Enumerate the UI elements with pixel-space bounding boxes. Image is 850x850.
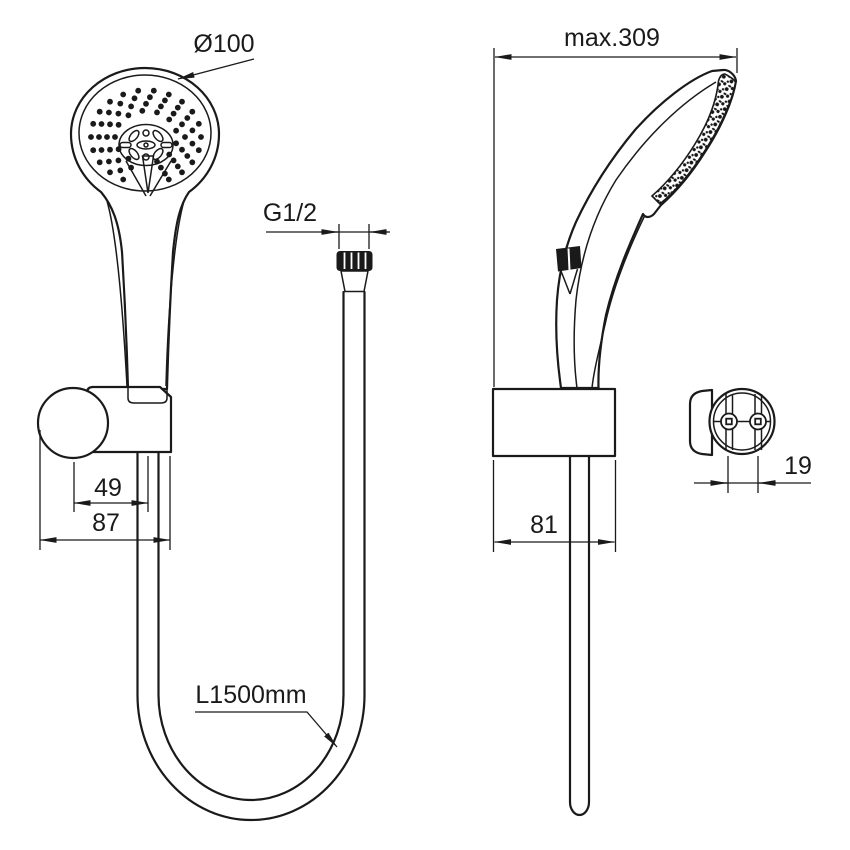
dim-hose-length: L1500mm bbox=[195, 681, 306, 709]
holder-knob bbox=[36, 386, 110, 460]
side-view bbox=[491, 68, 738, 817]
handle-front-detail bbox=[106, 200, 185, 387]
front-view bbox=[36, 66, 373, 822]
wall-holder-side bbox=[491, 387, 617, 458]
dim-holder-depth: 81 bbox=[530, 511, 558, 539]
dim-hose-length-leader bbox=[195, 711, 338, 748]
dim-screw-hole-spacing: 19 bbox=[784, 452, 812, 480]
dim-hose-thread-lines bbox=[266, 224, 390, 249]
spray-face-rim bbox=[78, 74, 212, 192]
bracket-body-rear bbox=[688, 388, 714, 457]
dimension-annotations: Ø100 G1/2 49 87 L1500mm max.309 bbox=[39, 24, 812, 748]
screw-holes bbox=[720, 412, 767, 431]
nozzle-dots bbox=[88, 87, 204, 183]
face-emblem bbox=[125, 155, 172, 197]
spray-face-side bbox=[650, 73, 737, 206]
wall-holder-front bbox=[36, 385, 173, 460]
dim-holder-width-inner-lines bbox=[73, 456, 149, 512]
dim-max-height: max.309 bbox=[564, 24, 660, 52]
dim-head-diameter: Ø100 bbox=[193, 30, 254, 58]
dim-holder-depth-lines bbox=[492, 460, 617, 552]
hose-nut-front bbox=[336, 251, 373, 293]
bracket-rear-view bbox=[688, 387, 776, 457]
dim-max-height-lines bbox=[493, 48, 738, 387]
dim-holder-width-inner: 49 bbox=[94, 474, 122, 502]
handle-side-detail bbox=[573, 81, 717, 389]
hose-front bbox=[136, 290, 366, 822]
dim-screw-hole-spacing-lines bbox=[694, 456, 811, 493]
dim-hose-thread: G1/2 bbox=[263, 199, 317, 227]
dim-head-diameter-leader bbox=[177, 58, 255, 80]
dim-holder-width-outer: 87 bbox=[92, 509, 120, 537]
dim-holder-width-outer-lines bbox=[39, 430, 171, 550]
hose-nut-side bbox=[556, 246, 582, 295]
hose-side bbox=[568, 454, 591, 817]
shower-head-front-outline bbox=[69, 66, 221, 391]
